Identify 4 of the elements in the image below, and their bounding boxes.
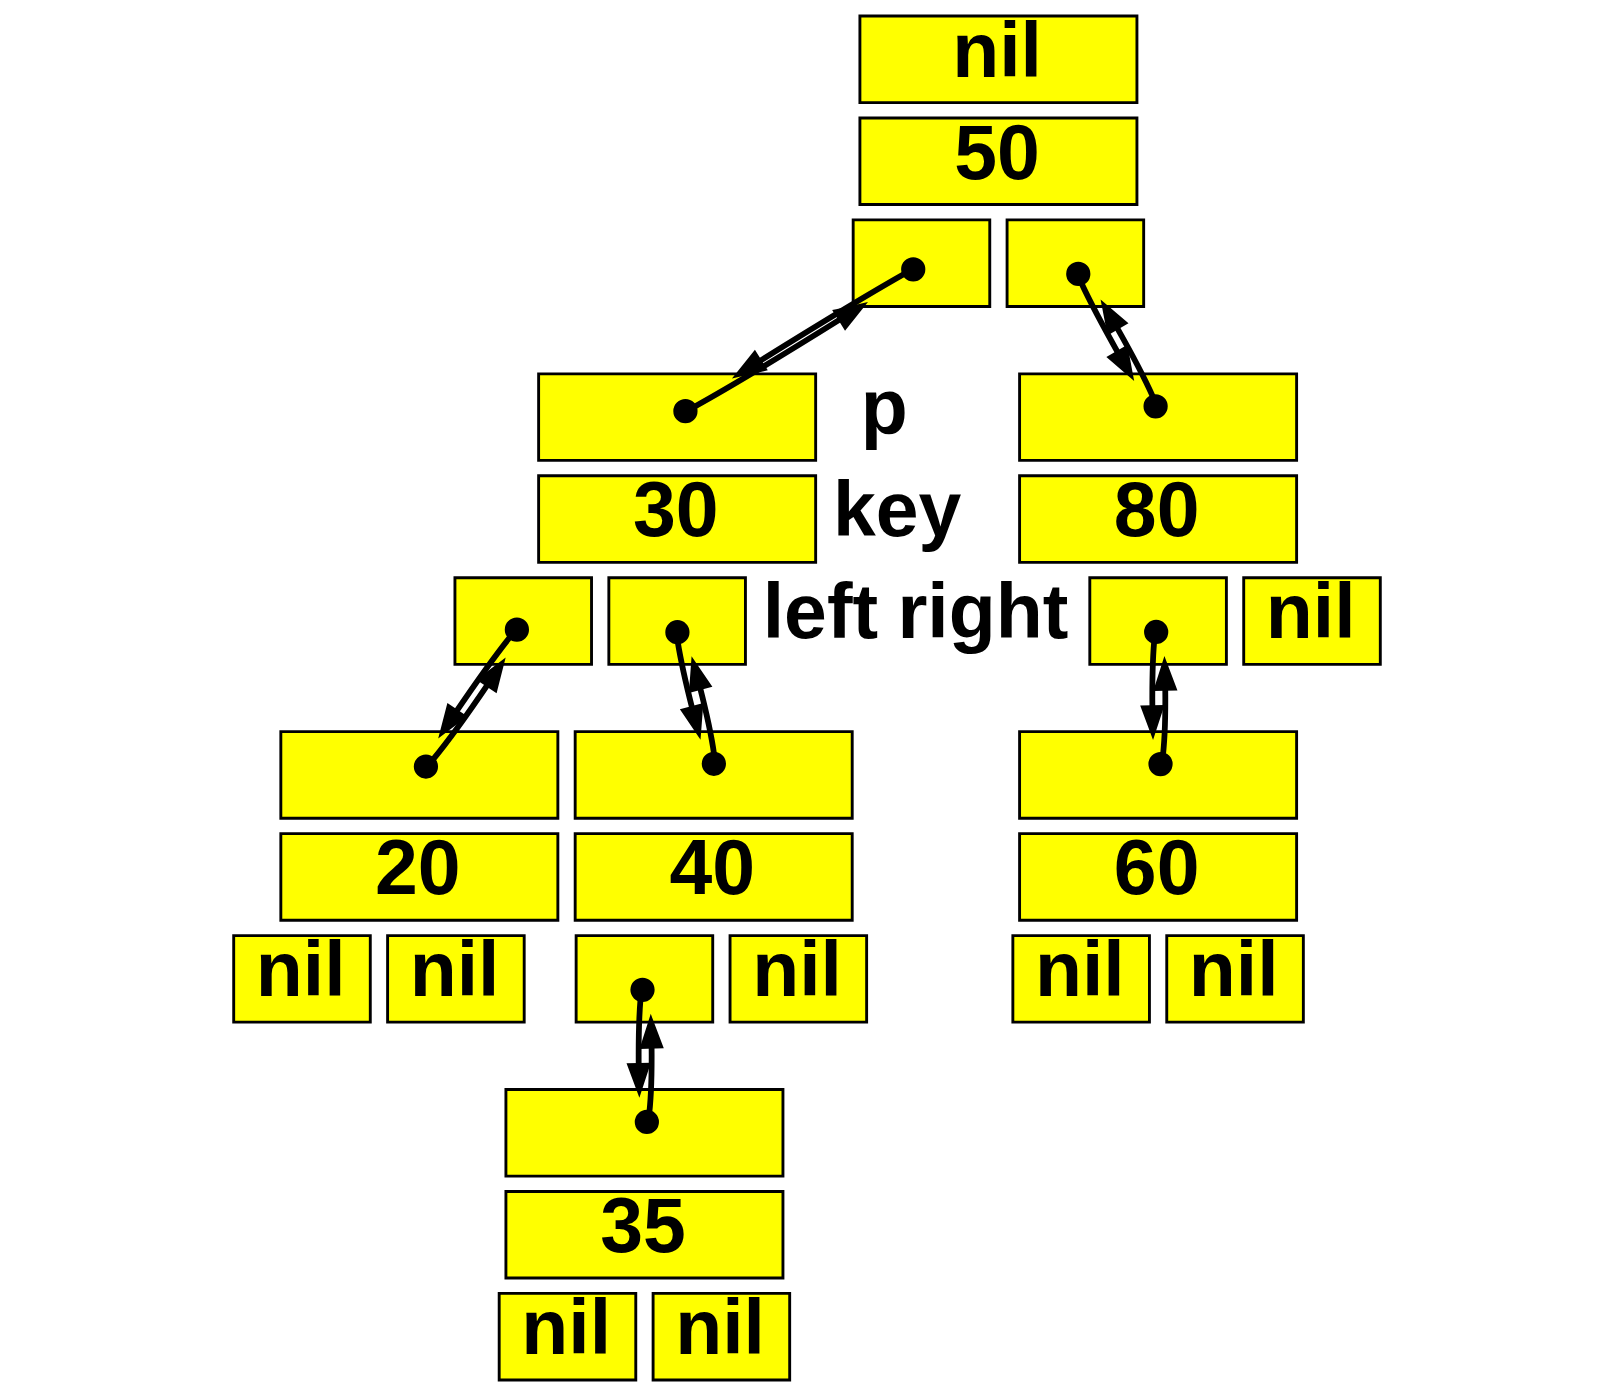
label: p	[860, 364, 908, 451]
label: key	[832, 466, 961, 553]
label: left	[762, 568, 878, 655]
label: right	[896, 568, 1068, 655]
